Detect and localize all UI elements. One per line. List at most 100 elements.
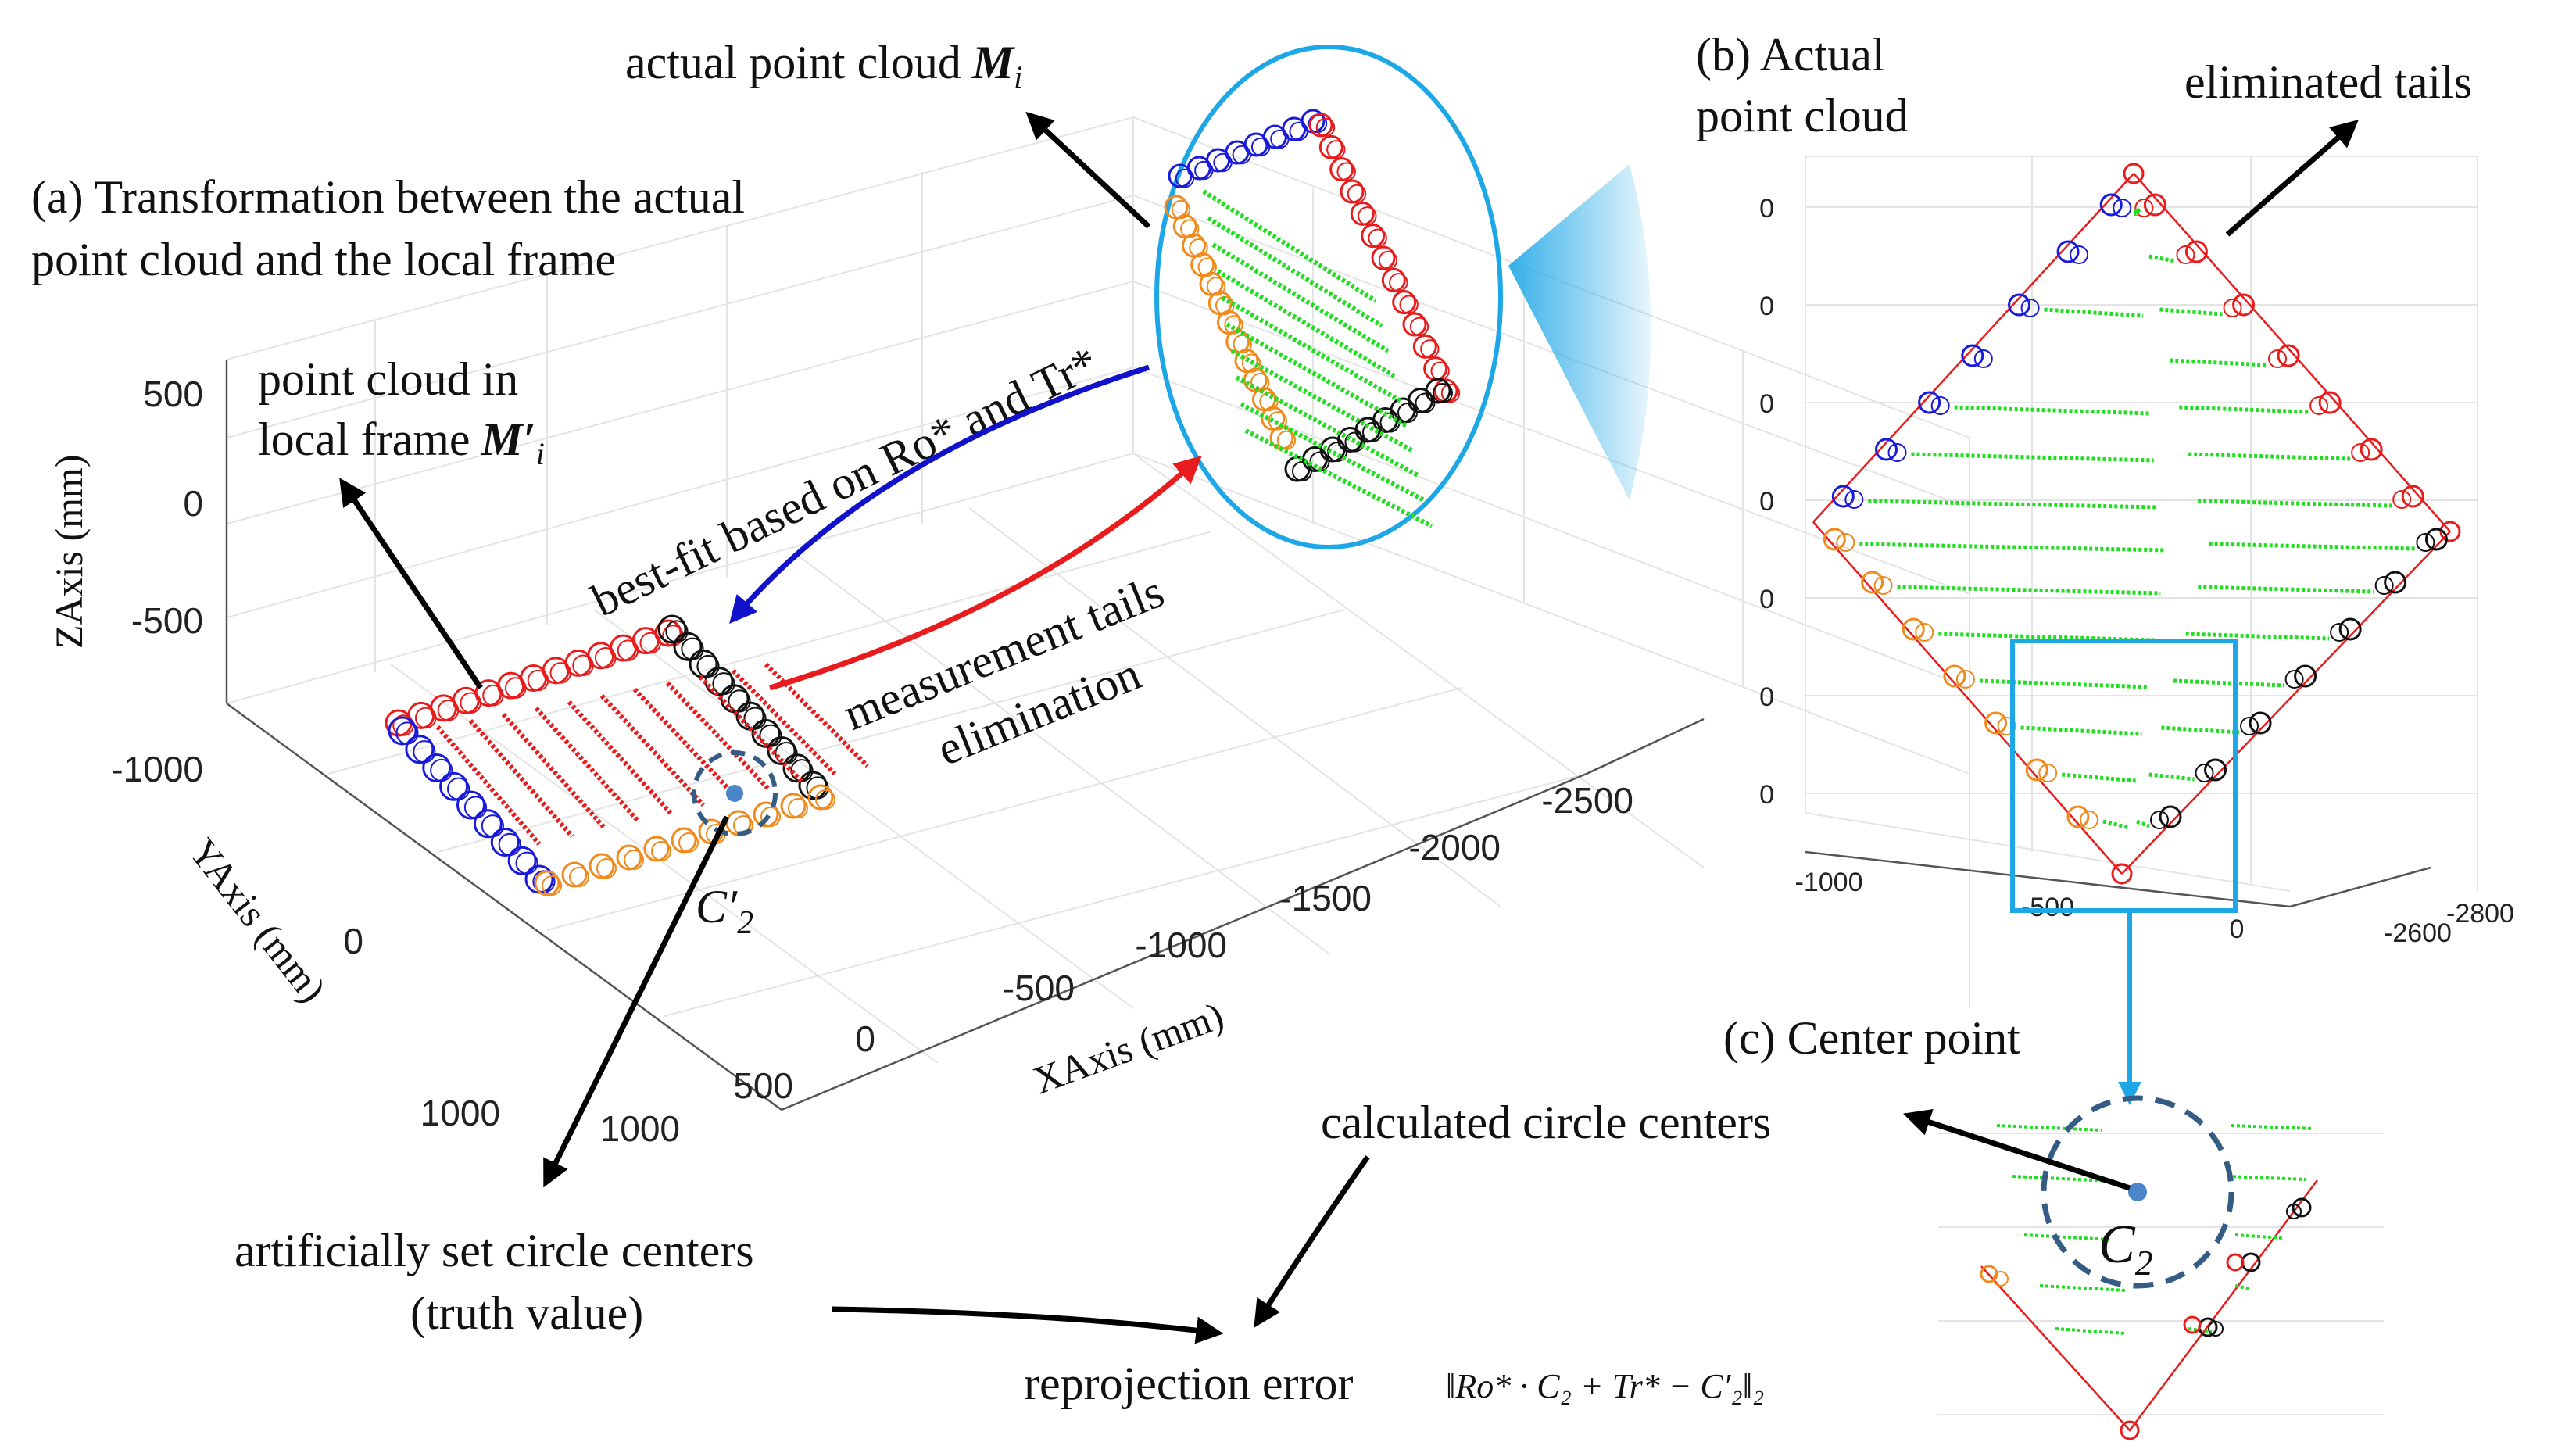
edge-point xyxy=(2294,664,2317,688)
edge-point xyxy=(2249,711,2272,735)
red-edge-point xyxy=(452,686,480,714)
orange-edge-point xyxy=(807,784,834,811)
actual-cloud-ellipse xyxy=(1154,45,1503,549)
orange-edge-point xyxy=(678,832,699,853)
y-tick: 1000 xyxy=(420,1093,500,1133)
arrow-truth-to-error xyxy=(832,1306,1224,1344)
orange-edge-point xyxy=(1189,238,1208,258)
orange-edge-point xyxy=(1171,199,1191,220)
orange-edge-point xyxy=(561,861,588,888)
orange-edge-point xyxy=(589,853,615,879)
edge-point xyxy=(2099,193,2123,217)
red-edge-point xyxy=(1368,228,1387,248)
edge-point xyxy=(1918,391,1941,414)
edge-point xyxy=(1823,528,1846,551)
red-edge-point xyxy=(654,619,682,647)
red-scan-line xyxy=(698,675,804,784)
red-scan-line xyxy=(731,668,837,776)
edge-point xyxy=(2392,490,2412,509)
vertex-point xyxy=(2123,163,2145,184)
eliminated-tails-label: eliminated tails xyxy=(2184,56,2472,108)
red-edge-point xyxy=(1326,140,1346,159)
red-edge-point xyxy=(1440,383,1461,403)
arrow-eliminated xyxy=(2225,120,2359,237)
edge-point xyxy=(1831,485,1855,508)
red-edge-point xyxy=(1361,224,1386,249)
green-scan-line xyxy=(2020,725,2142,736)
red-scan-line xyxy=(599,693,706,807)
green-scan-line xyxy=(1216,269,1396,378)
x-axis-ticks: 1000 500 0 -500 -1000 -1500 -2000 -2500 xyxy=(600,780,1633,1149)
vertex-point xyxy=(2120,1420,2140,1440)
black-edge-point xyxy=(673,632,703,661)
red-scan-line xyxy=(665,681,771,792)
panel-a-title-line1: (a) Transformation between the actual xyxy=(31,171,745,223)
black-edge-point xyxy=(751,718,781,748)
black-edge-point xyxy=(712,672,735,696)
panel-a-title-line2: point cloud and the local frame xyxy=(31,234,616,285)
blue-edge-point xyxy=(388,716,417,746)
edge-point xyxy=(1844,490,1864,509)
panel-b-title-line1: (b) Actual xyxy=(1696,29,1885,81)
edge-point xyxy=(2351,443,2370,462)
arrow-tails xyxy=(768,455,1202,691)
green-scan-line xyxy=(2173,678,2284,688)
orange-edge-point xyxy=(788,798,808,818)
orange-edge-point xyxy=(671,827,697,854)
orange-edge-point xyxy=(651,841,671,861)
panel-b-z-ticks: 0 0 0 0 0 0 0 xyxy=(1759,194,1774,810)
edge-point xyxy=(1984,711,2008,735)
edge-point xyxy=(2292,1197,2312,1218)
green-scan-line xyxy=(1897,585,2161,596)
edge-point xyxy=(1915,623,1934,642)
b-y-tick: -2800 xyxy=(2446,899,2514,929)
edge-point xyxy=(1993,1271,2009,1287)
edge-point xyxy=(2134,199,2154,217)
orange-edge-point xyxy=(760,807,781,827)
green-scan-line xyxy=(2132,208,2141,216)
green-scan-line xyxy=(2234,1284,2252,1290)
green-scan-line xyxy=(2148,772,2195,782)
red-edge-point xyxy=(1409,317,1429,337)
green-scan-line xyxy=(1211,242,1390,353)
red-edge-point xyxy=(1336,162,1356,181)
truth-label-line2: (truth value) xyxy=(410,1287,643,1339)
b-x-tick: 0 xyxy=(2230,914,2245,944)
orange-edge-point xyxy=(1250,373,1270,392)
green-scan-line xyxy=(2198,585,2374,594)
edge-point xyxy=(2204,758,2227,782)
x-axis-title: XAxis (mm) xyxy=(1028,993,1229,1103)
red-edge-point xyxy=(520,664,547,692)
arrow-truth xyxy=(543,815,730,1188)
green-scan-line xyxy=(2159,307,2223,317)
black-edge-point xyxy=(782,753,812,783)
local-label-line1: point cloud in xyxy=(258,353,518,405)
edge-point xyxy=(1873,576,1893,595)
red-edge-point xyxy=(1347,184,1367,204)
green-scan-line xyxy=(2148,254,2176,263)
orange-edge-point xyxy=(569,867,589,887)
edge-point xyxy=(2416,533,2435,552)
reprojection-error-formula: ‖Ro* · C₂ + Tr* − C′₂‖₂ xyxy=(1446,1367,1764,1405)
b-z-tick: 0 xyxy=(1759,292,1774,321)
edge-point xyxy=(2309,396,2329,415)
red-edge-point xyxy=(564,649,592,677)
zoom-fan xyxy=(1508,164,1651,500)
edge-point xyxy=(1973,349,1993,368)
diamond-edge xyxy=(2133,173,2451,532)
red-edge-point xyxy=(430,694,457,722)
arrow-calc-to-error xyxy=(1254,1154,1370,1328)
red-edge-point xyxy=(1378,250,1398,270)
x-tick: 1000 xyxy=(600,1108,680,1149)
edge-point xyxy=(2338,617,2362,641)
red-edge-point xyxy=(1371,245,1396,270)
orange-edge-point xyxy=(1268,411,1287,431)
diamond-edge xyxy=(1812,521,2123,875)
edge-point xyxy=(1955,670,1975,689)
panel-a-axes xyxy=(225,116,1970,1111)
truth-label-line1: artificially set circle centers xyxy=(234,1225,754,1276)
green-scan-line xyxy=(1859,542,2166,553)
red-edge-point xyxy=(610,634,637,662)
